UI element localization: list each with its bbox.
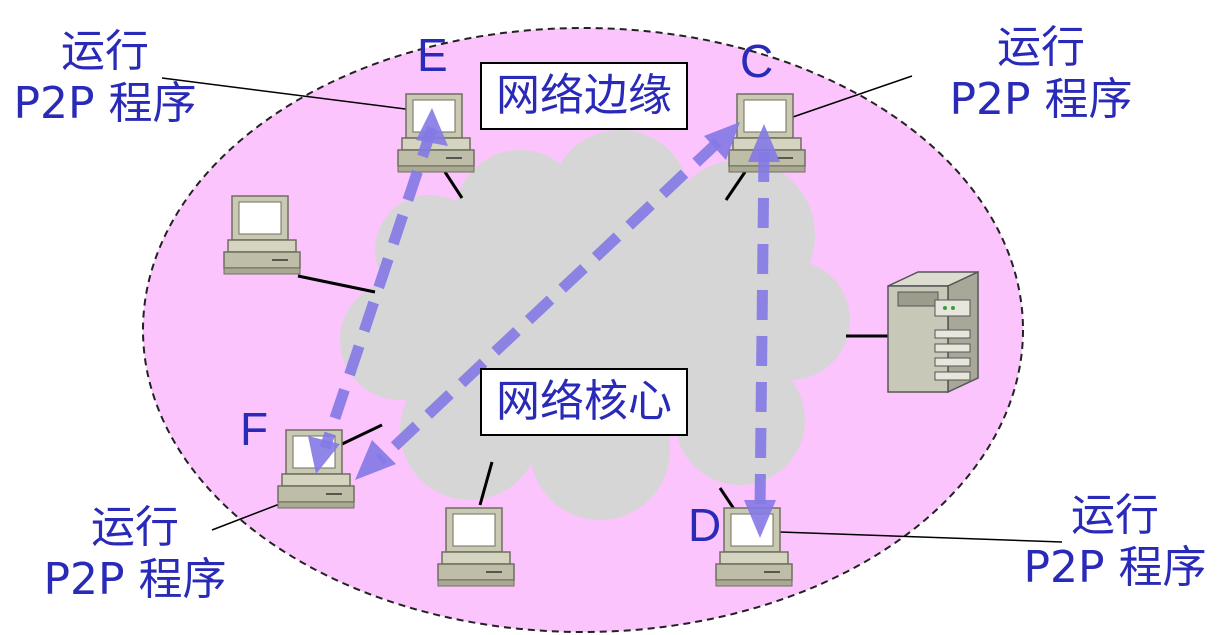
server-icon [887,270,979,394]
annotation-bottom-right: 运行 P2P 程序 [1010,494,1220,590]
arrow-heads [308,108,780,538]
annotation-line2: P2P 程序 [1023,542,1207,593]
arrowhead-c-from-d [748,124,780,162]
node-f-label: F [240,403,269,455]
p2p-arrows [319,126,770,511]
network-edge-label: 网络边缘 [480,62,688,130]
annotation-line2: P2P 程序 [13,78,197,129]
annotation-line2: P2P 程序 [949,74,1133,125]
arrowhead-d [744,500,776,538]
pointer-lines [161,75,1063,543]
annotation-line1: 运行 [61,26,149,77]
pc-bottom-icon [437,507,515,587]
annotation-top-right: 运行 P2P 程序 [936,26,1146,122]
arrowhead-e [416,108,448,146]
annotation-top-left: 运行 P2P 程序 [0,30,210,126]
node-d-label: D [688,499,722,551]
arrow-c-d [754,151,770,511]
arrowhead-f-from-e [308,436,340,474]
node-c-label: C [740,35,774,87]
arrow-e-f [319,126,438,450]
node-e-label: E [417,29,448,81]
annotation-line2: P2P 程序 [43,554,227,605]
arrowhead-f-from-c [355,440,396,480]
arrowhead-c-from-f [704,122,740,160]
annotation-line1: 运行 [91,502,179,553]
annotation-bottom-left: 运行 P2P 程序 [30,506,240,602]
annotation-line1: 运行 [997,22,1085,73]
network-core-label: 网络核心 [480,368,688,436]
annotation-line1: 运行 [1071,490,1159,541]
link-lines [297,171,895,513]
pc-left-icon [223,195,301,275]
arrow-c-f [376,137,722,465]
